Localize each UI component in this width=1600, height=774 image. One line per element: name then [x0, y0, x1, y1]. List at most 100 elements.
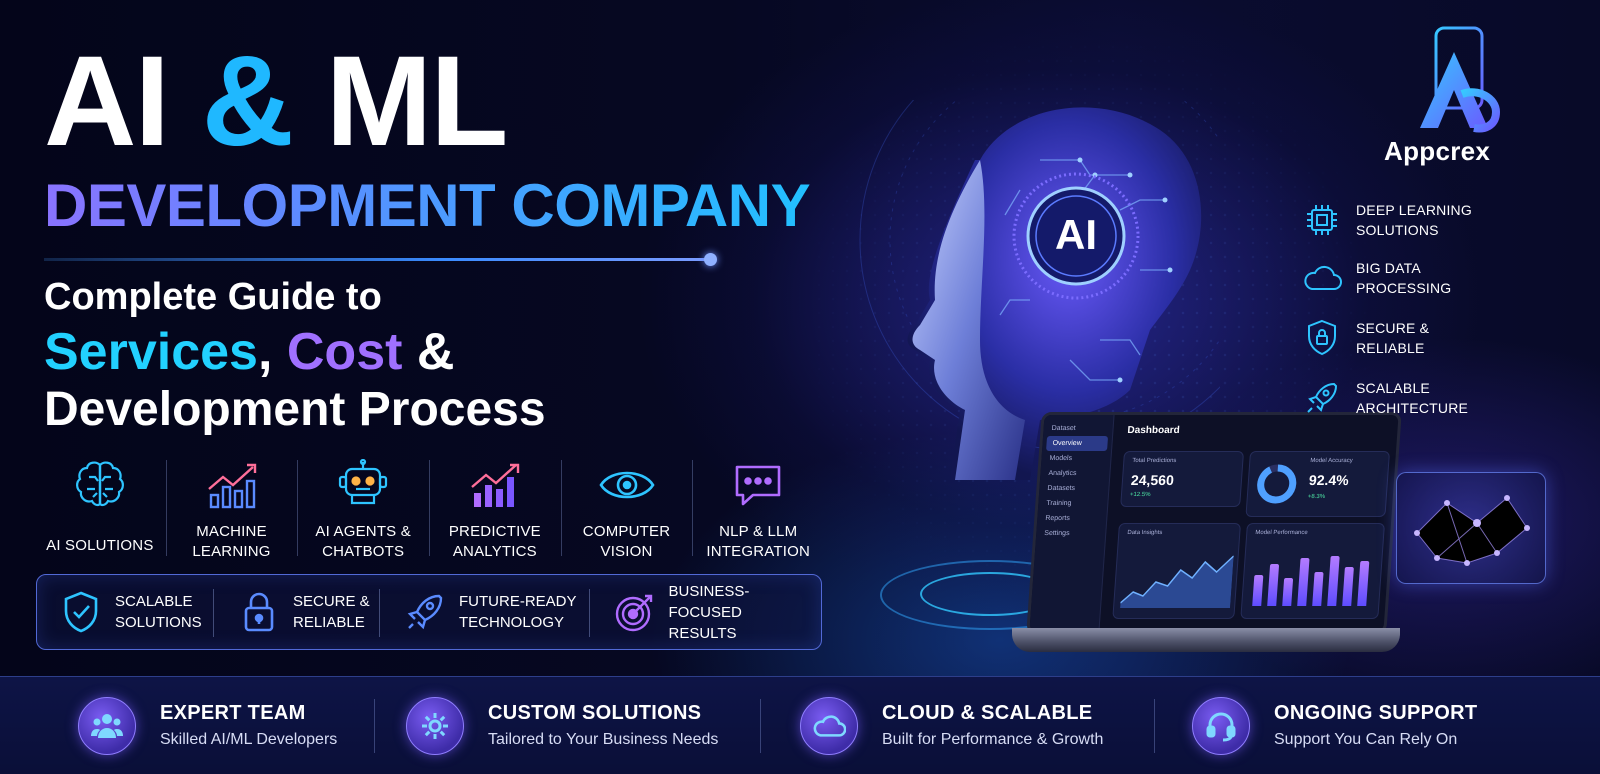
performance-bar [1357, 561, 1370, 606]
feature-secure: SECURE & RELIABLE [213, 575, 379, 649]
guide-line-3: Development Process [44, 383, 546, 436]
divider-line [44, 258, 710, 261]
feature-label: BUSINESS-FOCUSED RESULTS [668, 582, 750, 642]
rocket-icon [401, 588, 449, 636]
headline-amp: & [201, 30, 294, 173]
service-ai-solutions: AI SOLUTIONS [34, 456, 166, 566]
subheadline: DEVELOPMENT COMPANY [44, 172, 811, 239]
target-icon [611, 588, 658, 636]
dashboard-sidebar: Dataset Overview Models Analytics Datase… [1029, 415, 1115, 631]
kpi-card-accuracy: Model Accuracy 92.4% +8.3% [1245, 451, 1391, 517]
chart-title: Data Insights [1127, 530, 1163, 536]
performance-bar [1252, 575, 1264, 606]
right-feature-label: SCALABLE ARCHITECTURE [1356, 380, 1469, 416]
chart-title: Model Performance [1255, 530, 1308, 536]
features-box: SCALABLE SOLUTIONS SECURE & RELIABLE FUT… [36, 574, 822, 650]
guide-services: Services [44, 323, 258, 381]
bottom-item-title: ONGOING SUPPORT [1274, 702, 1478, 724]
laptop-dashboard: Dataset Overview Models Analytics Datase… [1012, 406, 1402, 652]
area-chart [1120, 555, 1235, 608]
divider-dot [704, 253, 717, 266]
shield-lock-icon [1302, 318, 1342, 358]
services-row: AI SOLUTIONS MACHINE LEARNING AI AGENTS … [34, 456, 824, 566]
service-predictive-analytics: PREDICTIVE ANALYTICS [429, 456, 561, 566]
service-computer-vision: COMPUTER VISION [560, 456, 693, 566]
kpi-value: 24,560 [1130, 472, 1175, 488]
bottom-separator [1154, 699, 1155, 753]
service-ai-agents: AI AGENTS & CHATBOTS [297, 456, 429, 566]
dashboard-title: Dashboard [1127, 425, 1181, 436]
laptop-base [1012, 628, 1400, 652]
dashboard-menu-item[interactable]: Models [1049, 455, 1073, 462]
bottom-item-ongoing-support: ONGOING SUPPORT Support You Can Rely On [1192, 677, 1477, 774]
cloud-icon [800, 697, 858, 755]
service-nlp-llm: NLP & LLM INTEGRATION [692, 456, 824, 566]
donut-chart [1257, 464, 1297, 504]
bottom-item-subtitle: Built for Performance & Growth [882, 731, 1104, 748]
service-label: AI SOLUTIONS [46, 537, 154, 554]
right-feature-label: DEEP LEARNING SOLUTIONS [1356, 202, 1472, 238]
kpi-delta: +12.5% [1129, 492, 1151, 498]
bar-group [1252, 550, 1374, 606]
team-icon [78, 697, 136, 755]
service-label: MACHINE LEARNING [192, 523, 271, 560]
eye-icon [597, 456, 657, 514]
growth-chart-icon [202, 456, 262, 514]
right-feature-scalable-architecture: SCALABLE ARCHITECTURE [1302, 378, 1468, 418]
feature-scalable: SCALABLE SOLUTIONS [37, 575, 213, 649]
headline-ai: AI [44, 30, 202, 173]
network-graph [1414, 495, 1530, 566]
headset-icon [1192, 697, 1250, 755]
gear-icon [406, 697, 464, 755]
appcrex-logo [1420, 26, 1501, 133]
ai-badge-label: AI [1055, 211, 1097, 258]
brand-name: Appcrex [1384, 136, 1491, 166]
service-label: PREDICTIVE ANALYTICS [448, 523, 541, 560]
service-label: AI AGENTS & CHATBOTS [315, 523, 411, 560]
right-feature-label: SECURE & RELIABLE [1356, 320, 1430, 356]
feature-future-ready: FUTURE-READY TECHNOLOGY [379, 575, 589, 649]
robot-icon [333, 456, 393, 514]
service-label: NLP & LLM INTEGRATION [706, 523, 810, 560]
kpi-label: Model Accuracy [1310, 458, 1353, 464]
kpi-delta: +8.3% [1307, 494, 1326, 500]
bottom-item-cloud-scalable: CLOUD & SCALABLE Built for Performance &… [800, 677, 1103, 774]
bottom-separator [760, 699, 761, 753]
right-feature-deep-learning: DEEP LEARNING SOLUTIONS [1302, 200, 1472, 240]
bottom-item-title: EXPERT TEAM [160, 702, 306, 724]
dashboard-menu-item[interactable]: Overview [1046, 436, 1109, 451]
chip-icon [1302, 200, 1342, 240]
dashboard-menu-item[interactable]: Reports [1045, 515, 1071, 522]
padlock-icon [235, 588, 283, 636]
dashboard-menu-item[interactable]: Training [1046, 500, 1072, 507]
service-machine-learning: MACHINE LEARNING [165, 456, 298, 566]
bar-chart-icon [465, 456, 525, 514]
guide-line-1: Complete Guide to [44, 276, 382, 318]
laptop-screen: Dataset Overview Models Analytics Datase… [1026, 412, 1402, 634]
dashboard-menu-item[interactable]: Datasets [1047, 485, 1076, 492]
bottom-item-title: CLOUD & SCALABLE [882, 702, 1093, 724]
bottom-bar: EXPERT TEAM Skilled AI/ML Developers CUS… [0, 676, 1600, 774]
performance-bar [1267, 564, 1280, 606]
headline-ml: ML [292, 30, 509, 173]
right-feature-label: BIG DATA PROCESSING [1356, 260, 1452, 296]
chat-bubble-icon [728, 456, 788, 514]
rocket-icon [1302, 378, 1342, 418]
feature-business-focused: BUSINESS-FOCUSED RESULTS [589, 575, 821, 649]
performance-bar [1342, 567, 1354, 606]
right-feature-big-data: BIG DATA PROCESSING [1302, 258, 1451, 298]
dashboard-menu-item[interactable]: Analytics [1048, 470, 1077, 477]
bottom-item-expert-team: EXPERT TEAM Skilled AI/ML Developers [78, 677, 337, 774]
kpi-label: Total Predictions [1132, 458, 1177, 464]
dashboard-app-name: Dataset [1051, 425, 1076, 432]
shield-check-icon [57, 588, 105, 636]
kpi-value: 92.4% [1308, 472, 1350, 488]
guide-comma: , [257, 323, 287, 381]
bottom-item-subtitle: Tailored to Your Business Needs [488, 731, 719, 748]
right-feature-secure: SECURE & RELIABLE [1302, 318, 1429, 358]
feature-label: SECURE & RELIABLE [293, 593, 370, 631]
ai-head-illustration [859, 100, 1220, 480]
dashboard-menu-item[interactable]: Settings [1044, 530, 1070, 537]
brain-icon [70, 456, 130, 514]
feature-label: SCALABLE SOLUTIONS [115, 593, 202, 631]
